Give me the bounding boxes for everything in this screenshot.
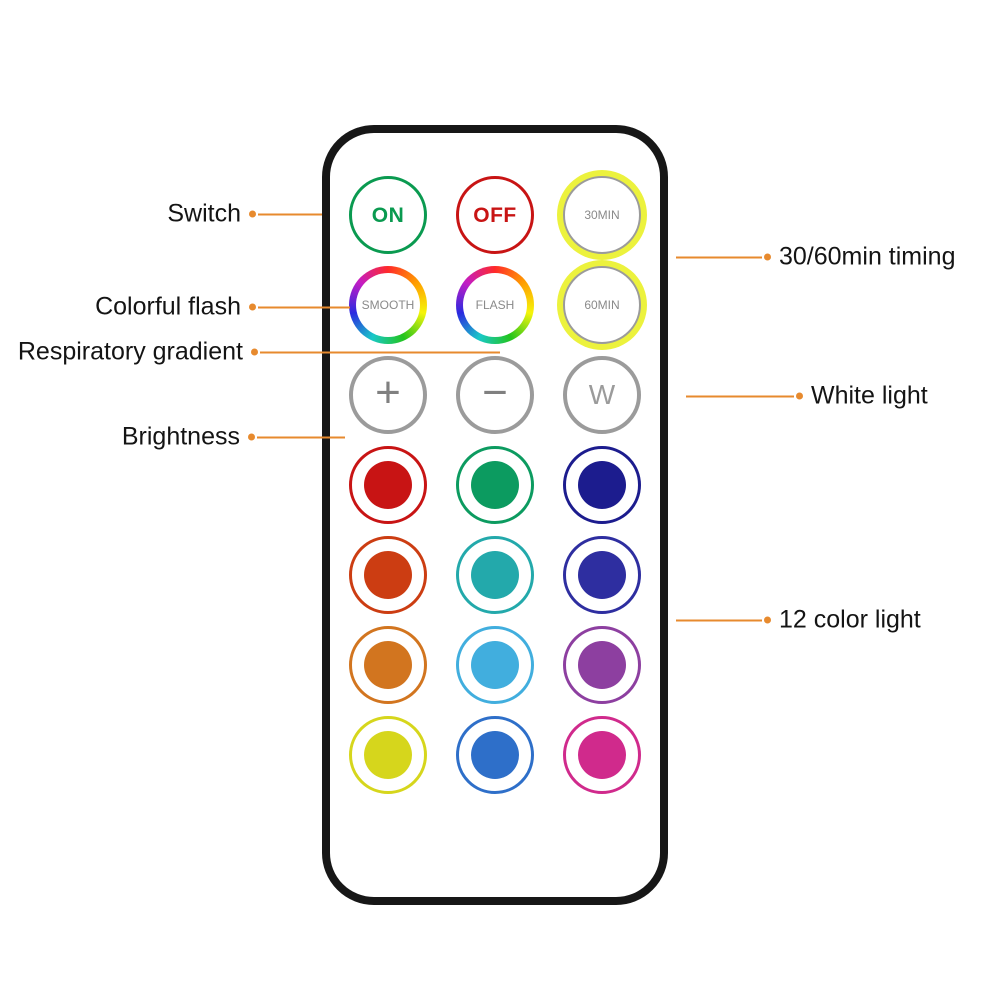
color-disc: [364, 641, 412, 689]
button-color-green: [456, 446, 534, 524]
callout-line: [257, 436, 345, 438]
remote-button-grid: ON OFF 30MIN SMOOTH FLASH 60MIN +−W: [349, 176, 641, 794]
callout-dot: [764, 253, 771, 261]
button-color-yellow: [349, 716, 427, 794]
color-disc: [364, 461, 412, 509]
button-color-skyblue: [456, 626, 534, 704]
callout-line: [676, 256, 762, 258]
button-color-navy: [563, 446, 641, 524]
button-flash: FLASH: [456, 266, 534, 344]
color-disc: [471, 641, 519, 689]
button-brightness-minus: −: [456, 356, 534, 434]
button-on: ON: [349, 176, 427, 254]
callout-timing: 30/60min timing: [676, 243, 961, 272]
callout-white-light-label: White light: [811, 381, 928, 410]
callout-dot: [796, 392, 803, 400]
color-disc: [578, 461, 626, 509]
callout-line: [258, 306, 350, 308]
callout-white-light: White light: [686, 382, 934, 411]
button-smooth: SMOOTH: [349, 266, 427, 344]
button-color-indigo: [563, 536, 641, 614]
remote-control: ON OFF 30MIN SMOOTH FLASH 60MIN +−W: [322, 125, 668, 905]
button-color-vermilion: [349, 536, 427, 614]
callout-respiratory-gradient: Respiratory gradient: [12, 338, 500, 367]
color-disc: [364, 551, 412, 599]
button-color-blue: [456, 716, 534, 794]
callout-switch-label: Switch: [167, 199, 241, 228]
callout-dot: [249, 210, 256, 218]
button-color-red: [349, 446, 427, 524]
color-disc: [471, 731, 519, 779]
callout-line: [260, 351, 500, 353]
button-off: OFF: [456, 176, 534, 254]
callout-dot: [251, 348, 258, 356]
callout-dot: [249, 303, 256, 311]
color-disc: [578, 731, 626, 779]
button-label: FLASH: [463, 273, 527, 337]
callout-dot: [764, 616, 771, 624]
callout-brightness: Brightness: [116, 423, 345, 452]
button-timer-60min: 60MIN: [563, 266, 641, 344]
button-color-teal: [456, 536, 534, 614]
button-color-purple: [563, 626, 641, 704]
callout-line: [258, 213, 322, 215]
callout-dot: [248, 433, 255, 441]
callout-colorful-flash: Colorful flash: [89, 293, 350, 322]
button-color-orange: [349, 626, 427, 704]
color-disc: [471, 551, 519, 599]
color-disc: [578, 551, 626, 599]
callout-line: [676, 619, 762, 621]
callout-brightness-label: Brightness: [121, 422, 240, 451]
button-brightness-plus: +: [349, 356, 427, 434]
color-disc: [578, 641, 626, 689]
callout-switch: Switch: [161, 200, 322, 229]
callout-color-light: 12 color light: [676, 606, 927, 635]
callout-colorful-flash-label: Colorful flash: [95, 292, 241, 321]
color-disc: [364, 731, 412, 779]
button-white: W: [563, 356, 641, 434]
color-disc: [471, 461, 519, 509]
callout-respiratory-gradient-label: Respiratory gradient: [17, 337, 243, 366]
button-color-magenta: [563, 716, 641, 794]
callout-timing-label: 30/60min timing: [779, 242, 956, 271]
button-label: SMOOTH: [356, 273, 420, 337]
callout-color-light-label: 12 color light: [779, 605, 921, 634]
button-timer-30min: 30MIN: [563, 176, 641, 254]
callout-line: [686, 395, 794, 397]
